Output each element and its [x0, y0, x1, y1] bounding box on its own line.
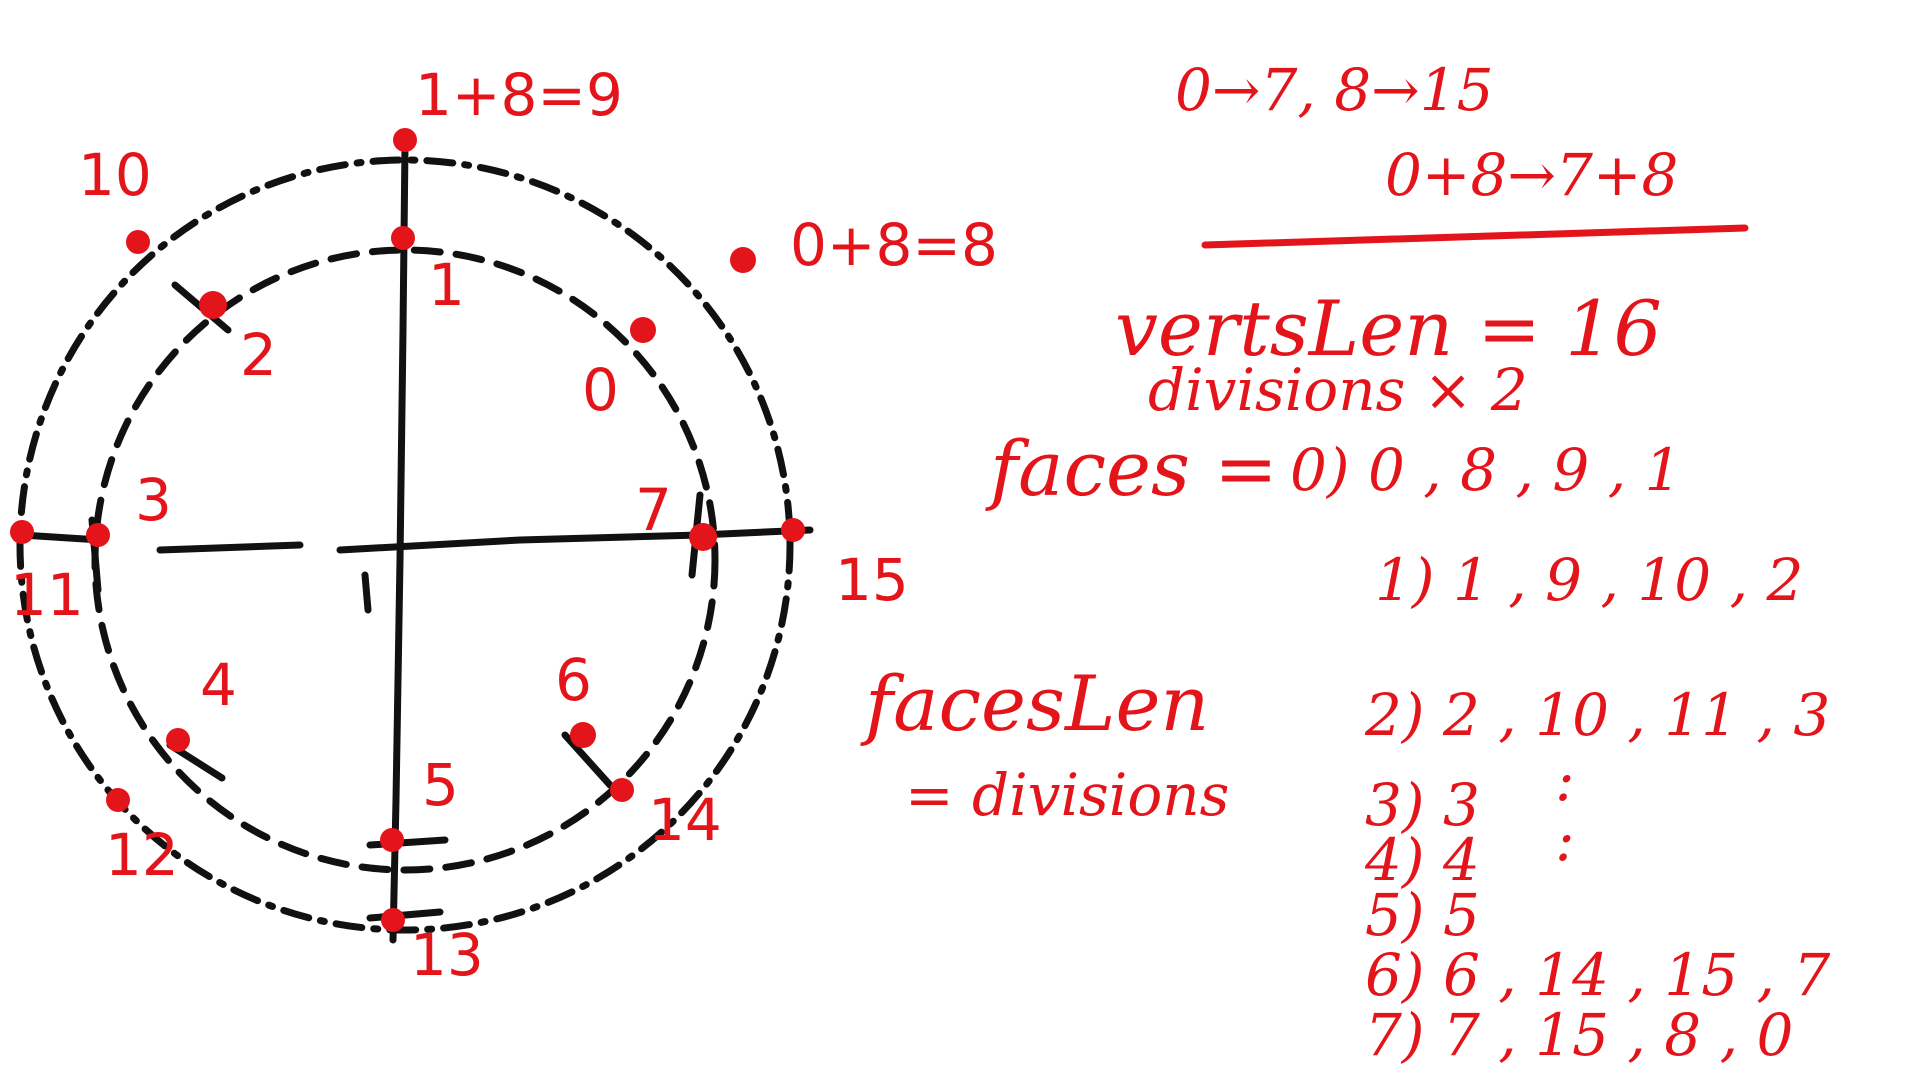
face-row-3: 3) 3 — [1365, 771, 1480, 839]
wireframe-lines — [16, 141, 814, 944]
face-row-2: 2) 2 , 10 , 11 , 3 — [1364, 681, 1830, 749]
vertex-dot-4 — [166, 728, 190, 752]
vertex-dot-8 — [730, 247, 756, 273]
vertex-dot-3 — [86, 523, 110, 547]
vertex-label-11: 11 — [10, 561, 84, 629]
notes: 0→7, 8→15 0+8→7+8 vertsLen = 16 division… — [860, 56, 1830, 1069]
note-faces-len: facesLen — [860, 659, 1209, 748]
vertex-label-9: 1+8=9 — [415, 61, 623, 129]
face-row-4: 4) 4 — [1364, 826, 1480, 894]
vertex-label-14: 14 — [648, 786, 722, 854]
note-faces-label: faces = — [985, 424, 1278, 513]
outer-ring — [16, 156, 794, 934]
vertex-label-10: 10 — [78, 141, 152, 209]
vertex-label-0: 0 — [582, 356, 619, 424]
vertex-dot-5 — [380, 828, 404, 852]
vertex-label-5: 5 — [422, 751, 459, 819]
vertex-dot-1 — [391, 226, 415, 250]
vertex-dot-13 — [381, 908, 405, 932]
vertex-dot-11 — [10, 520, 34, 544]
vertex-dot-0 — [630, 317, 656, 343]
vertex-label-1: 1 — [428, 251, 465, 319]
face-row-0: 0) 0 , 8 , 9 , 1 — [1290, 436, 1682, 504]
continuation-dots-1: : — [1555, 746, 1575, 814]
note-divisions-x2: divisions × 2 — [1148, 356, 1528, 424]
vertex-dot-15 — [781, 518, 805, 542]
vertex-dots — [10, 128, 805, 932]
note-eq-divisions: = divisions — [905, 761, 1229, 829]
note-verts-len: vertsLen = 16 — [1115, 284, 1662, 373]
note-mapping: 0→7, 8→15 — [1175, 56, 1494, 124]
vertex-label-6: 6 — [555, 646, 592, 714]
vertex-label-4: 4 — [200, 651, 237, 719]
face-row-5: 5) 5 — [1365, 881, 1480, 949]
vertex-label-3: 3 — [135, 466, 172, 534]
vertex-label-12: 12 — [105, 821, 179, 889]
vertex-dot-10 — [126, 230, 150, 254]
note-divider — [1201, 224, 1749, 249]
continuation-dots-2: : — [1555, 806, 1575, 874]
vertex-dot-2 — [199, 291, 227, 319]
note-offset: 0+8→7+8 — [1385, 141, 1678, 209]
vertical-axis — [389, 141, 409, 944]
vertex-dot-7 — [689, 523, 717, 551]
vertex-dot-9 — [393, 128, 417, 152]
vertex-label-15: 15 — [835, 546, 909, 614]
vertex-labels: 0 1 2 3 4 5 6 7 0+8=8 1+8=9 10 11 12 13 … — [10, 61, 998, 989]
vertex-label-13: 13 — [410, 921, 484, 989]
vertex-label-8: 0+8=8 — [790, 211, 998, 279]
vertex-dot-6 — [570, 722, 596, 748]
vertex-dot-12 — [106, 788, 130, 812]
vertex-label-2: 2 — [240, 321, 277, 389]
face-row-1: 1) 1 , 9 , 10 , 2 — [1375, 546, 1803, 614]
face-row-6: 6) 6 , 14 , 15 , 7 — [1365, 941, 1830, 1009]
vertex-dot-14 — [610, 778, 634, 802]
vertex-label-7: 7 — [635, 476, 672, 544]
face-row-7: 7) 7 , 15 , 8 , 0 — [1365, 1001, 1793, 1069]
